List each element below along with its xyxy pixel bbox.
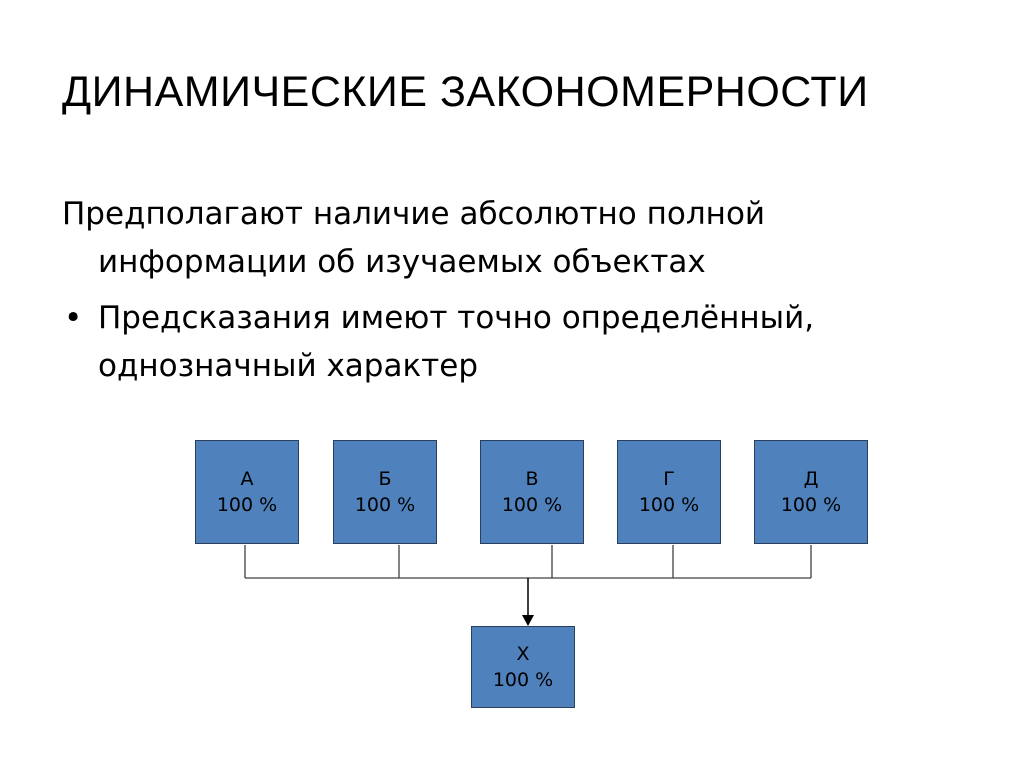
box-value: 100 % xyxy=(216,494,278,516)
paragraph-line-1: Предполагают наличие абсолютно полной xyxy=(62,196,766,232)
slide-title: ДИНАМИЧЕСКИЕ ЗАКОНОМЕРНОСТИ xyxy=(62,68,869,116)
bullet-marker: • xyxy=(64,300,83,336)
input-box-v: В 100 % xyxy=(480,440,584,544)
box-label: Д xyxy=(803,468,819,490)
bullet-line-1: Предсказания имеют точно определённый, xyxy=(98,300,815,336)
bullet-item: • Предсказания имеют точно определённый,… xyxy=(62,294,814,390)
box-label: В xyxy=(525,468,539,490)
box-label: А xyxy=(240,468,254,490)
box-value: 100 % xyxy=(638,494,700,516)
input-box-d: Д 100 % xyxy=(754,440,868,544)
input-box-g: Г 100 % xyxy=(617,440,721,544)
input-box-b: Б 100 % xyxy=(333,440,437,544)
box-value: 100 % xyxy=(354,494,416,516)
paragraph-line-2: информации об изучаемых объектах xyxy=(98,244,706,280)
output-box-x: Х 100 % xyxy=(471,626,575,708)
arrow-down-icon xyxy=(522,615,534,626)
bullet-line-2: однозначный характер xyxy=(98,348,478,384)
box-label: Г xyxy=(663,468,675,490)
box-value: 100 % xyxy=(780,494,842,516)
slide-body: Предполагают наличие абсолютно полной ин… xyxy=(62,190,814,390)
box-label: Х xyxy=(516,643,530,665)
box-value: 100 % xyxy=(501,494,563,516)
intro-paragraph: Предполагают наличие абсолютно полной ин… xyxy=(62,190,814,286)
box-value: 100 % xyxy=(492,669,554,691)
box-label: Б xyxy=(378,468,392,490)
input-box-a: А 100 % xyxy=(195,440,299,544)
